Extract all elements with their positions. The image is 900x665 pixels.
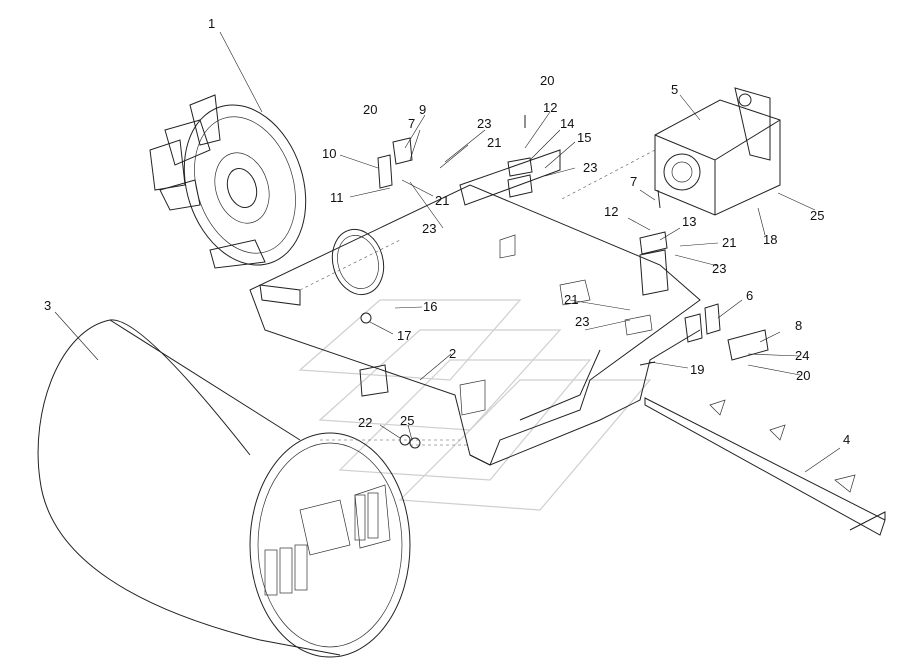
callout-21c: 21 bbox=[722, 235, 736, 250]
callout-11: 11 bbox=[330, 190, 344, 205]
callout-12b: 12 bbox=[604, 204, 618, 219]
callout-23a: 23 bbox=[477, 116, 491, 131]
callout-23e: 23 bbox=[575, 314, 589, 329]
callout-2: 2 bbox=[449, 346, 456, 361]
callout-15: 15 bbox=[577, 130, 591, 145]
assembly-lines bbox=[299, 149, 656, 446]
callout-16: 16 bbox=[423, 299, 437, 314]
callout-20a: 20 bbox=[363, 102, 377, 117]
callout-25b: 25 bbox=[810, 208, 824, 223]
callout-19: 19 bbox=[690, 362, 704, 377]
small-parts bbox=[359, 115, 769, 449]
part-2-frame bbox=[249, 149, 701, 466]
callout-5: 5 bbox=[671, 82, 678, 97]
callout-23c: 23 bbox=[422, 221, 436, 236]
callout-21b: 21 bbox=[435, 193, 449, 208]
callout-8: 8 bbox=[795, 318, 802, 333]
callout-23d: 23 bbox=[712, 261, 726, 276]
callout-21d: 21 bbox=[564, 292, 578, 307]
callout-10: 10 bbox=[322, 146, 336, 161]
callout-17: 17 bbox=[397, 328, 411, 343]
callout-20b: 20 bbox=[540, 73, 554, 88]
leader-lines bbox=[54, 31, 841, 473]
watermark bbox=[298, 299, 652, 511]
callout-1: 1 bbox=[208, 16, 215, 31]
callout-7b: 7 bbox=[630, 174, 637, 189]
callout-24: 24 bbox=[795, 348, 809, 363]
part-5-box-bracket bbox=[654, 87, 781, 216]
callout-12a: 12 bbox=[543, 100, 557, 115]
callout-23b: 23 bbox=[583, 160, 597, 175]
callout-25a: 25 bbox=[400, 413, 414, 428]
callout-20c: 20 bbox=[796, 368, 810, 383]
part-1-flange-plate bbox=[149, 94, 307, 269]
callout-18: 18 bbox=[763, 232, 777, 247]
callout-22: 22 bbox=[358, 415, 372, 430]
part-4-scraper-bar bbox=[644, 397, 886, 536]
part-3-drum bbox=[37, 319, 411, 658]
callout-7a: 7 bbox=[408, 116, 415, 131]
callout-9: 9 bbox=[419, 102, 426, 117]
callout-3: 3 bbox=[44, 298, 51, 313]
callout-13: 13 bbox=[682, 214, 696, 229]
callout-14: 14 bbox=[560, 116, 574, 131]
callout-21a: 21 bbox=[487, 135, 501, 150]
callout-6: 6 bbox=[746, 288, 753, 303]
callout-4: 4 bbox=[843, 432, 850, 447]
callout-labels: 1 2 3 4 5 6 7 7 8 9 10 11 12 12 13 14 15… bbox=[44, 16, 850, 447]
